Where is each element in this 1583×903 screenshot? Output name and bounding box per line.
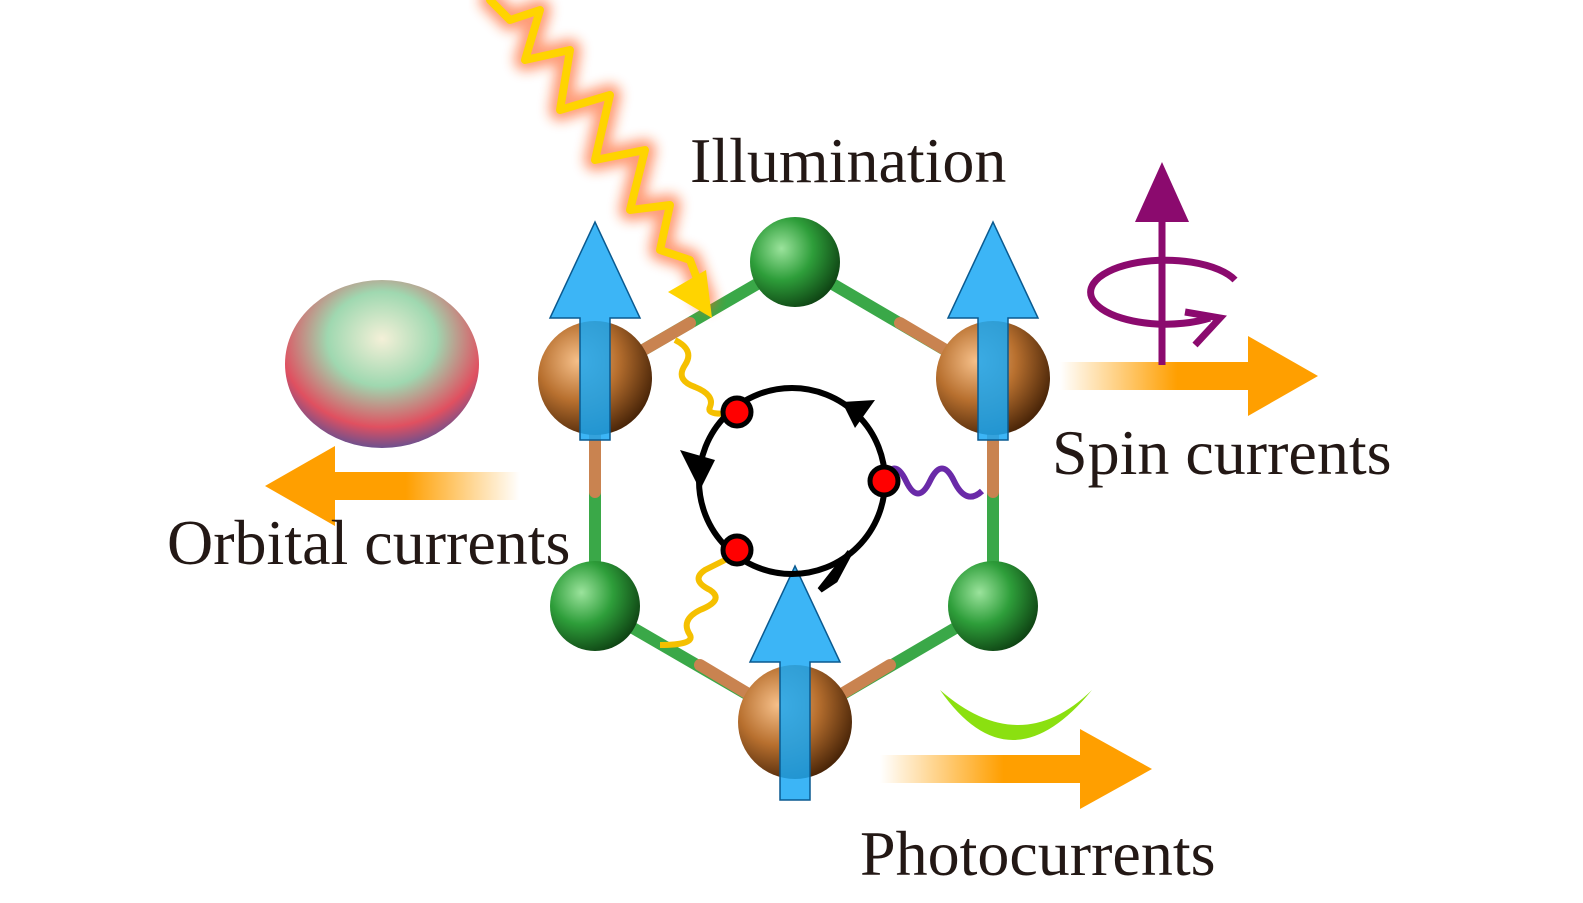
spin-current-arrow (1060, 336, 1318, 416)
electron-orbit-loop (680, 385, 888, 593)
photocurrents-label: Photocurrents (860, 818, 1216, 889)
absorbed-photon-wave (673, 337, 741, 417)
green-atom (750, 217, 840, 307)
illumination-label: Illumination (690, 125, 1006, 196)
spin-currents-label: Spin currents (1052, 417, 1392, 488)
illumination-light-wave-icon (479, 0, 716, 318)
phonon-wave (881, 465, 985, 500)
electron-dot (720, 533, 754, 567)
green-atom (550, 561, 640, 651)
photocurrent-arrow (880, 729, 1152, 809)
spin-up-arrow-icon (548, 220, 642, 441)
orbital-currents-label: Orbital currents (167, 507, 570, 578)
spin-up-arrow-icon (748, 564, 842, 801)
orbital-current-arrow (265, 446, 520, 526)
emitted-photon-wave (659, 552, 737, 648)
orbital-texture-icon (285, 280, 479, 448)
spin-up-arrow-icon (946, 220, 1040, 441)
photocurrent-crescent-icon (940, 690, 1092, 740)
green-atom (948, 561, 1038, 651)
spin-rotation-icon (1087, 162, 1238, 365)
electron-dot (720, 395, 754, 429)
electron-dot (867, 464, 901, 498)
